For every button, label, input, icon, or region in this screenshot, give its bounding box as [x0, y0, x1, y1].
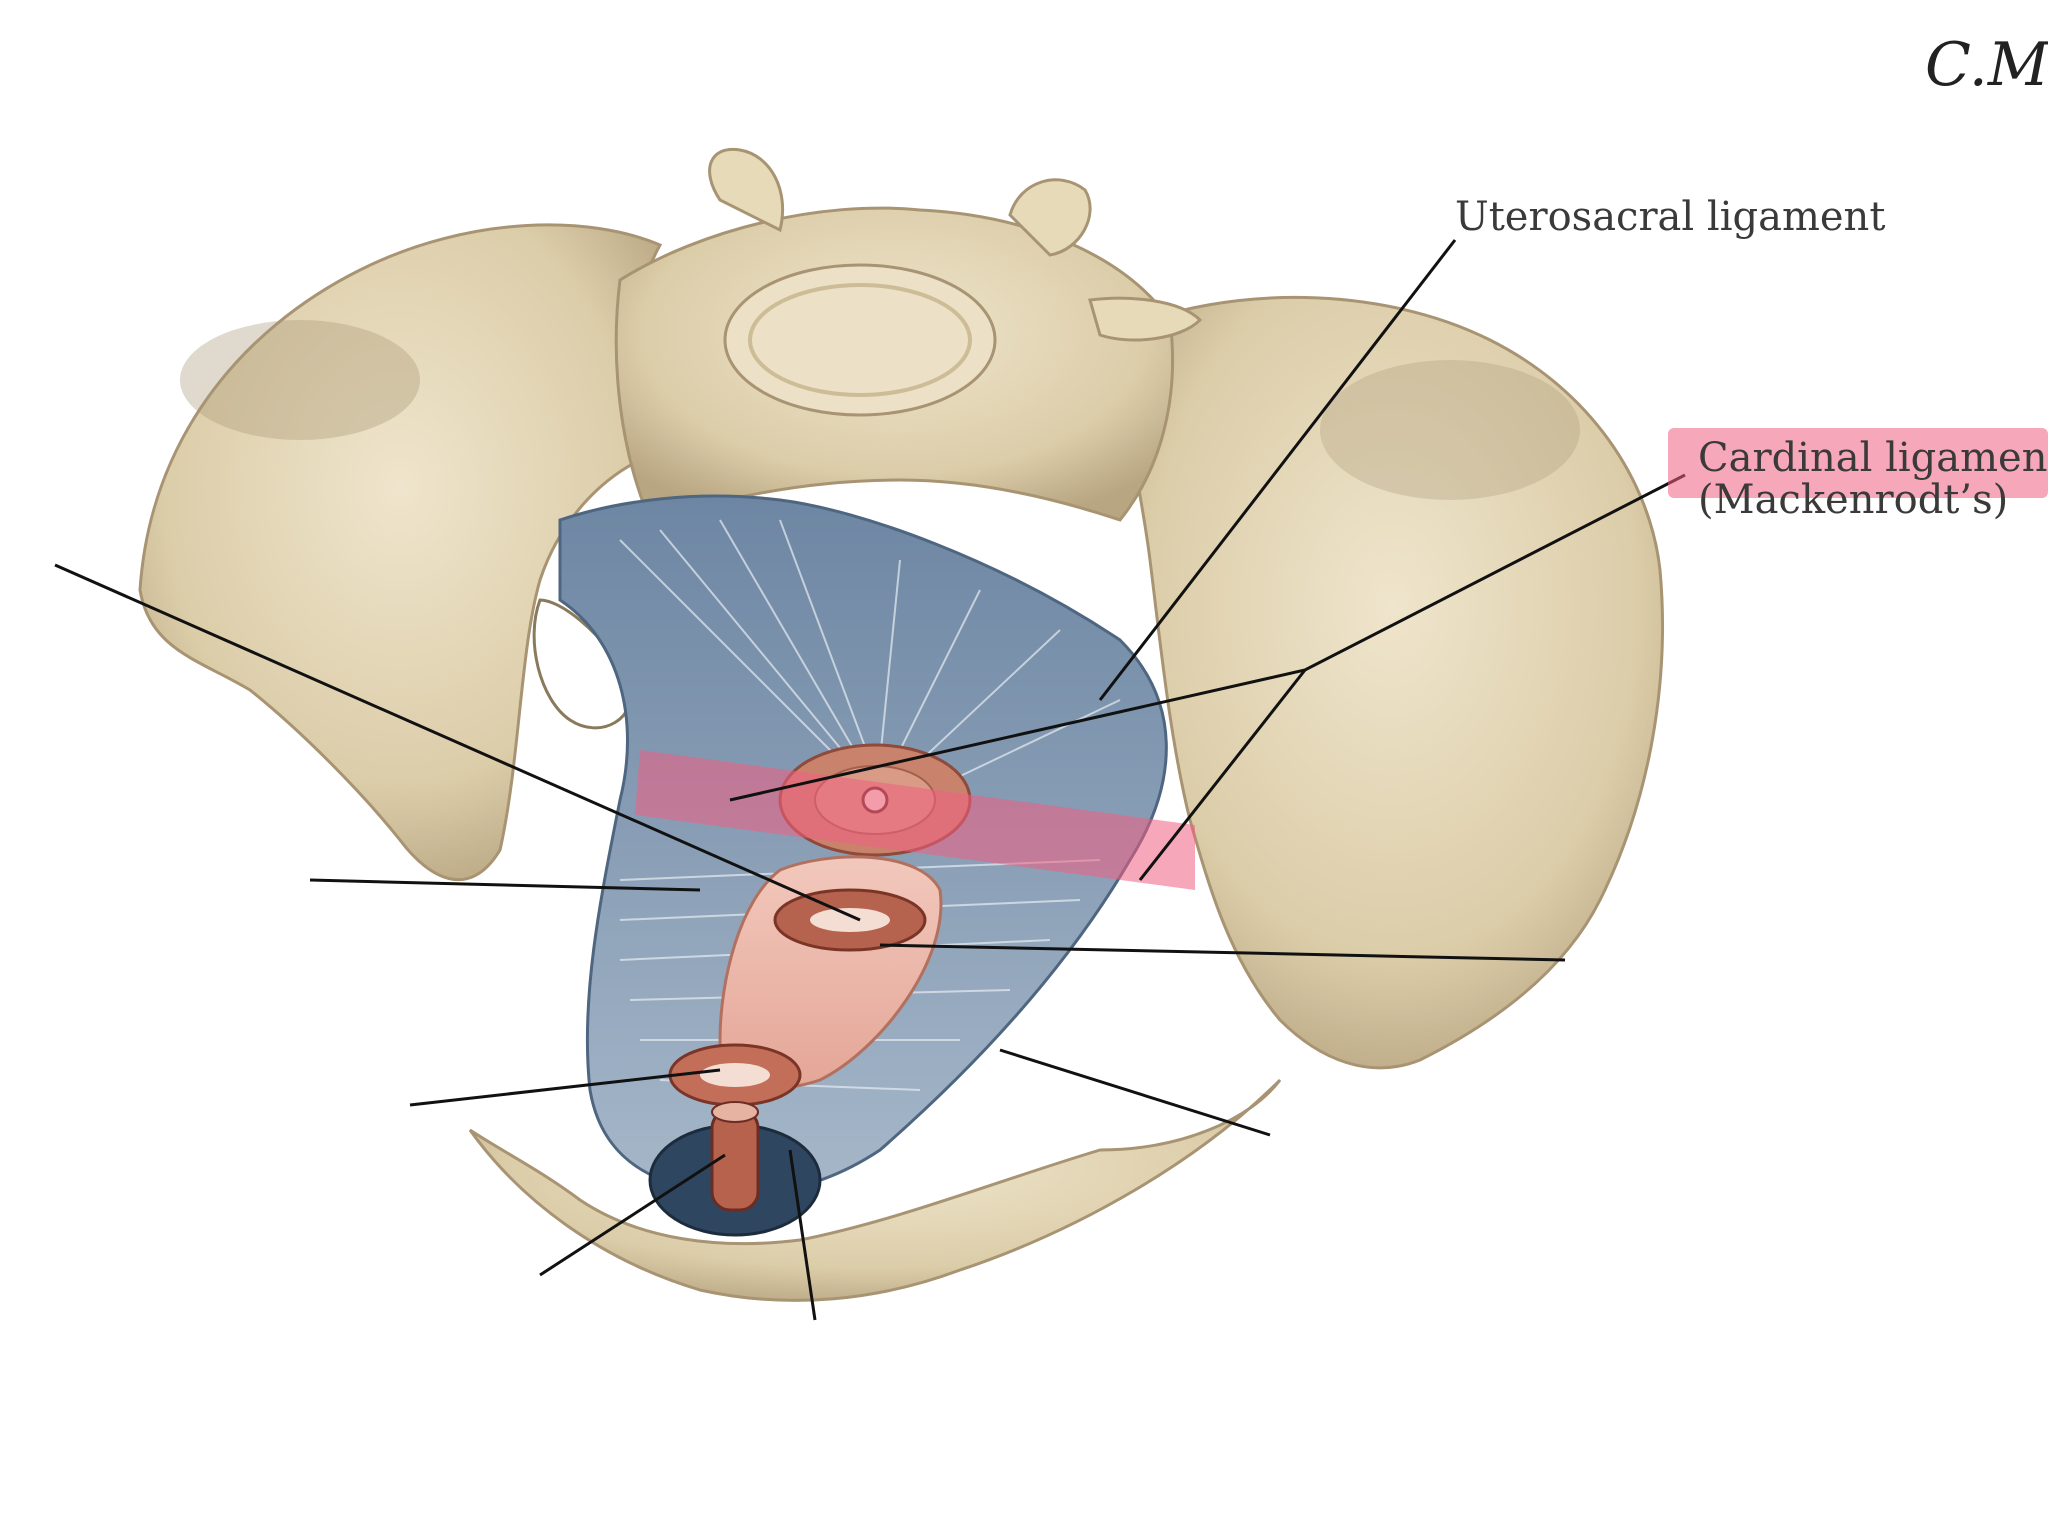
leader-mid-left — [309, 878, 701, 892]
label-cardinal-ligament: Cardinal ligament — [1698, 435, 2048, 481]
artist-signature: C.Mac — [1925, 30, 2048, 100]
vaginal-lumen-upper — [810, 908, 890, 932]
obturator-foramen — [532, 598, 633, 730]
label-cardinal-ligament-alt: (Mackenrodt’s) — [1698, 477, 2009, 523]
rectum-lumen — [711, 1101, 759, 1123]
right-iliac-wing — [1118, 295, 1664, 1070]
leader-lower-right — [999, 1048, 1271, 1137]
label-uterosacral-ligament: Uterosacral ligament — [1455, 194, 1886, 240]
leader-upper-left — [54, 563, 861, 922]
leader-lines — [54, 239, 1686, 1321]
leader-bottom-left — [539, 1153, 726, 1277]
leader-uterosacral — [1098, 239, 1457, 701]
spinous-process-left — [708, 147, 785, 233]
label-highlight — [1668, 428, 2048, 498]
leader-bottom — [788, 1149, 817, 1321]
leader-right — [879, 943, 1566, 962]
vaginal-lumen-lower — [700, 1063, 770, 1087]
spinous-process-right — [1008, 178, 1092, 257]
pubic-arch — [468, 1078, 1282, 1302]
vertebral-body — [723, 263, 997, 417]
vertebral-body-rim — [748, 283, 972, 397]
left-wing-shadow — [180, 320, 420, 440]
leader-cardinal-branch — [1138, 669, 1307, 881]
transverse-process — [1088, 296, 1203, 342]
cardinal-ligament-highlight — [635, 750, 1195, 890]
leader-lower-left — [409, 1068, 721, 1107]
right-wing-shadow — [1320, 360, 1580, 500]
